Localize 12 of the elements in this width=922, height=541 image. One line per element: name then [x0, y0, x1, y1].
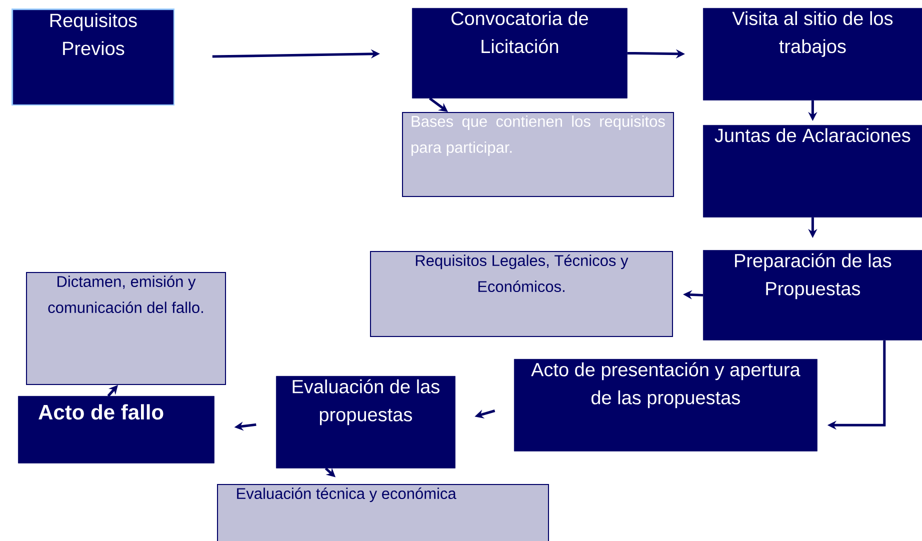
- note-box: Dictamen, emisión y comunicación del fallo.: [26, 272, 226, 385]
- process-box: Preparación de las Propuestas: [703, 250, 922, 340]
- note-box: Requisitos Legales, Técnicos y Económicos.: [370, 251, 673, 337]
- process-box: Acto de fallo: [18, 396, 214, 464]
- process-box: Juntas de Aclaraciones: [703, 125, 922, 218]
- process-box: Visita al sitio de los trabajos: [703, 8, 922, 100]
- process-box: Evaluación de las propuestas: [276, 376, 456, 468]
- process-box: Convocatoria de Licitación: [412, 8, 628, 98]
- note-box: Evaluación técnica y económica: [217, 484, 549, 541]
- note-box: Bases que contienen los requisitos para participar.: [402, 112, 674, 197]
- process-box: Requisitos Previos: [12, 8, 174, 106]
- process-box: Acto de presentación y apertura de las propuestas: [514, 358, 818, 452]
